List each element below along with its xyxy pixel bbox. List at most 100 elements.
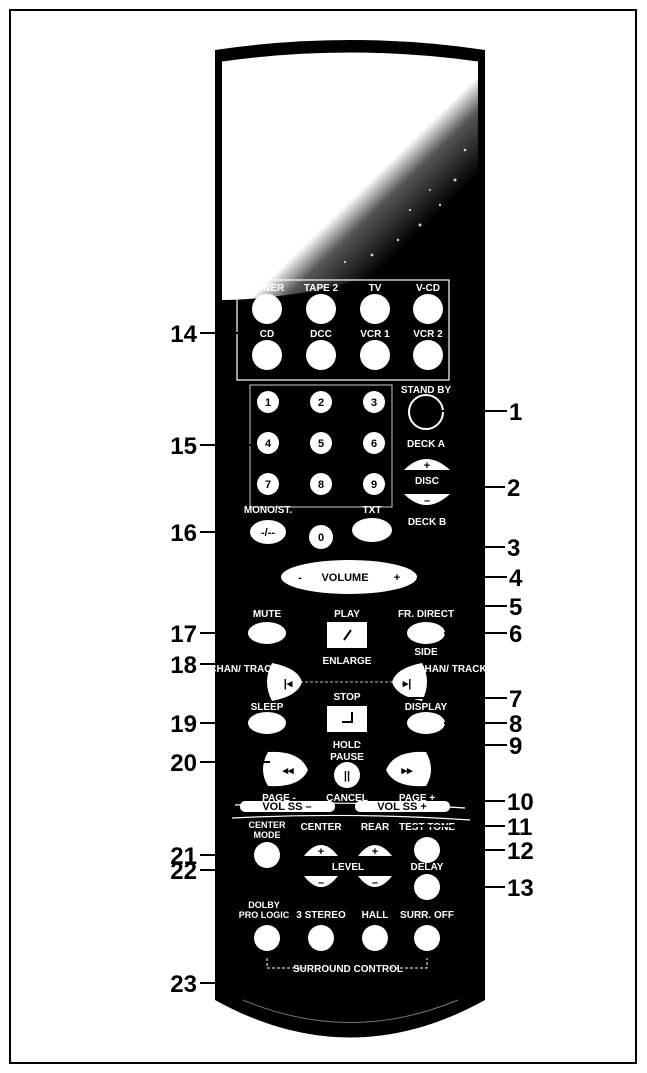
source-button-v-cd[interactable]	[413, 294, 443, 324]
mute-button[interactable]	[248, 622, 286, 644]
numpad-key-1-text: 1	[265, 397, 271, 409]
stop-icon	[342, 712, 353, 723]
numpad-key-6-text: 6	[371, 438, 377, 450]
vol-ss-minus-button[interactable]	[240, 801, 335, 812]
numpad-key-0-text: 0	[318, 532, 324, 544]
center-plus-button[interactable]	[304, 845, 338, 856]
volume-plus-text: +	[394, 572, 400, 584]
callout-4: 4	[509, 565, 523, 592]
numpad-key-0[interactable]	[309, 525, 333, 549]
source-label-dcc: DCC	[310, 329, 332, 340]
hall-button[interactable]	[362, 925, 388, 951]
stop-button[interactable]	[327, 706, 367, 732]
transport-group: MUTE PLAY FR. DIRECT ENLARGE SIDE CHAN/ …	[209, 609, 487, 804]
mono-st-key-text: -/--	[261, 527, 275, 539]
page-minus-button[interactable]	[263, 751, 308, 787]
callout-14: 14	[170, 321, 197, 348]
source-button-tuner[interactable]	[252, 294, 282, 324]
rear-minus-button[interactable]	[358, 876, 392, 887]
standby-deck-group: STAND BY DECK A + DISC – DECK B	[401, 385, 452, 528]
volume-rocker[interactable]	[281, 560, 417, 594]
numpad-key-2[interactable]	[310, 391, 332, 413]
numpad-key-7[interactable]	[257, 473, 279, 495]
vol-ss-plus-text: VOL SS +	[377, 801, 427, 813]
pause-label: PAUSE	[330, 752, 364, 763]
source-button-dcc[interactable]	[306, 340, 336, 370]
source-button-tv[interactable]	[360, 294, 390, 324]
numpad-key-8[interactable]	[310, 473, 332, 495]
surr-off-label: SURR. OFF	[400, 910, 454, 921]
source-label-vcr-2: VCR 2	[413, 329, 443, 340]
numpad-key-1[interactable]	[257, 391, 279, 413]
dolby-label-1: DOLBY	[248, 900, 280, 910]
callout-18: 18	[170, 652, 197, 679]
surr-off-button[interactable]	[414, 925, 440, 951]
callout-7: 7	[509, 686, 522, 713]
numpad-key-9-text: 9	[371, 479, 377, 491]
3-stereo-button[interactable]	[308, 925, 334, 951]
enlarge-label: ENLARGE	[323, 656, 372, 667]
numpad-key-7-text: 7	[265, 479, 271, 491]
next-track-button[interactable]	[392, 663, 427, 701]
sleep-button[interactable]	[248, 712, 286, 734]
dolby-pro-logic-button[interactable]	[254, 925, 280, 951]
callout-11: 11	[507, 814, 532, 841]
page-plus-label: PAGE +	[399, 793, 435, 804]
numpad-key-6[interactable]	[363, 432, 385, 454]
source-button-cd[interactable]	[252, 340, 282, 370]
center-mode-label-2: MODE	[254, 830, 281, 840]
test-tone-label: TEST TONE	[399, 822, 455, 833]
display-button[interactable]	[407, 712, 445, 734]
txt-button[interactable]	[352, 518, 392, 542]
deck-plus-text: +	[424, 460, 430, 472]
pause-button[interactable]	[334, 762, 360, 788]
fr-direct-button[interactable]	[407, 622, 445, 644]
source-label-v-cd: V-CD	[416, 283, 440, 294]
stop-label: STOP	[333, 692, 360, 703]
sleep-label: SLEEP	[251, 702, 284, 713]
callout-3: 3	[507, 535, 520, 562]
deck-b-label: DECK B	[408, 517, 446, 528]
volume-label: VOLUME	[321, 572, 368, 584]
callout-9: 9	[509, 733, 522, 760]
remote-body	[215, 40, 485, 1038]
source-button-vcr-2[interactable]	[413, 340, 443, 370]
numpad-key-3[interactable]	[363, 391, 385, 413]
rear-minus-icon: –	[372, 877, 378, 889]
center-plus-icon: +	[318, 846, 324, 858]
prev-track-button[interactable]	[267, 663, 302, 701]
display-label: DISPLAY	[405, 702, 448, 713]
source-button-tape-2[interactable]	[306, 294, 336, 324]
volume-minus-text: -	[298, 572, 302, 584]
numpad-key-4[interactable]	[257, 432, 279, 454]
deck-minus-button[interactable]	[404, 494, 450, 505]
standby-button[interactable]	[408, 394, 444, 430]
play-label: PLAY	[334, 609, 360, 620]
mono-st-button[interactable]	[250, 520, 286, 544]
page-minus-icon: ◂◂	[281, 765, 294, 777]
rear-plus-button[interactable]	[358, 845, 392, 856]
page-plus-button[interactable]	[386, 751, 431, 787]
deck-plus-button[interactable]	[404, 459, 450, 470]
center-minus-button[interactable]	[304, 876, 338, 887]
source-button-vcr-1[interactable]	[360, 340, 390, 370]
page-minus-label: PAGE -	[262, 793, 296, 804]
vol-ss-plus-button[interactable]	[355, 801, 450, 812]
dolby-label-2: PRO LOGIC	[239, 910, 290, 920]
callout-1: 1	[509, 399, 522, 426]
numpad-key-3-text: 3	[371, 397, 377, 409]
test-tone-button[interactable]	[414, 837, 440, 863]
cancel-label: CANCEL	[326, 793, 368, 804]
surround-control-label: SURROUND CONTROL	[293, 964, 403, 975]
numpad-key-5[interactable]	[310, 432, 332, 454]
center-mode-button[interactable]	[254, 842, 280, 868]
hall-label: HALL	[362, 910, 389, 921]
vol-ss-minus-text: VOL SS –	[262, 801, 311, 813]
delay-button[interactable]	[414, 874, 440, 900]
next-track-icon: ▸|	[402, 678, 412, 690]
deck-minus-text: –	[424, 495, 430, 507]
numpad-key-9[interactable]	[363, 473, 385, 495]
callout-8: 8	[509, 711, 522, 738]
